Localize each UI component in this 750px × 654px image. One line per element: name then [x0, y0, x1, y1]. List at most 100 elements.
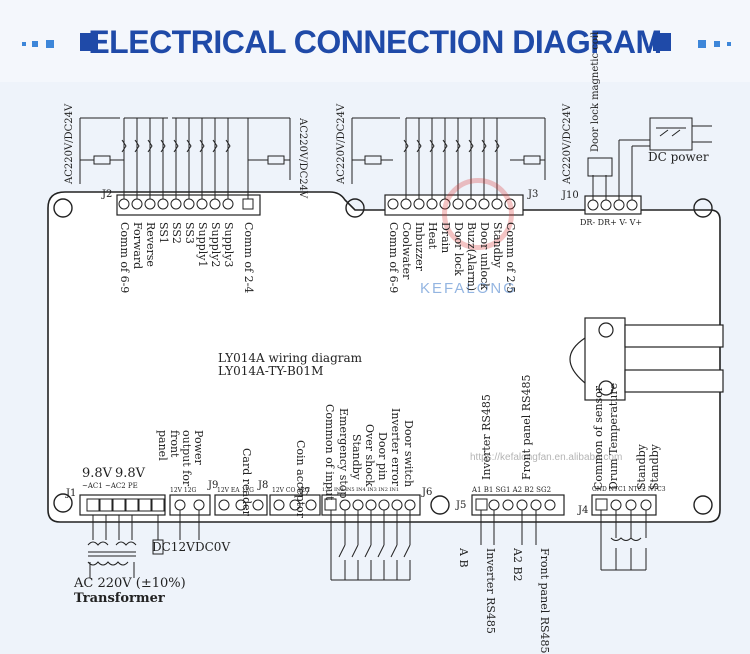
j3-label-9: Standby — [491, 222, 504, 268]
deco-square — [653, 33, 671, 51]
j2-power-right: AC220V/DC24V — [297, 118, 308, 199]
j3-label-2: Coolwater — [400, 222, 413, 280]
watermark-url: https://kefalongfan.en.alibaba.com — [470, 452, 623, 463]
j1-transformer: Transformer — [74, 591, 165, 606]
j10-coil-label: Door lock magnetic coil — [590, 31, 601, 152]
j8-name: J8 — [258, 480, 269, 491]
j6-label-3: Standby — [350, 434, 363, 480]
j3-label-1: Comm of 6-9 — [387, 222, 400, 294]
j10-wires — [587, 117, 712, 200]
j3-label-5: Drain — [439, 222, 452, 254]
j4-label-2: Common of sensor — [592, 385, 605, 490]
j2-label-2: Forward — [131, 222, 144, 270]
j8-pins: 12V EA 12G — [217, 487, 254, 494]
j4-connector — [591, 494, 657, 516]
j7-pins: 12V CO 12G — [272, 487, 310, 494]
j3-name: J3 — [528, 189, 539, 200]
mounting-hole — [53, 493, 73, 513]
j3-power-left: AC220V/DC24V — [336, 103, 347, 184]
j6-pins: 12G IN0 IN5 IN4 IN3 IN2 IN1 — [322, 487, 400, 493]
j1-pins: ~AC1 ~AC2 PE — [82, 482, 138, 490]
bottom-wires — [87, 510, 647, 581]
j3-label-4: Heat — [426, 222, 439, 250]
j2-label-7: Supply1 — [196, 222, 209, 268]
j7-name: J7 — [300, 487, 311, 498]
watermark-brand: KEFALONG — [420, 280, 517, 297]
j2-label-4: SS1 — [157, 222, 170, 244]
j1-dc0: DC0V — [195, 540, 231, 554]
board-model-line1: LY014A wiring diagram — [218, 351, 363, 365]
deco-square — [698, 40, 706, 48]
j8-label: Card reader — [240, 448, 253, 516]
j2-label-6: SS3 — [183, 222, 196, 244]
drum-temperature-sensor — [569, 317, 724, 401]
j4-name: J4 — [578, 505, 589, 516]
j4-label-4: Standby — [648, 444, 661, 490]
j7-terminals — [273, 499, 317, 511]
j6-label-7: Door switch — [402, 420, 415, 488]
mounting-hole — [693, 198, 713, 218]
j3-label-7: Buzz(Alarm) — [465, 222, 478, 292]
j3-label-10: Comm of 2-5 — [504, 222, 517, 294]
j2-wires — [79, 117, 291, 199]
board-outline — [47, 191, 721, 523]
j2-label-5: SS2 — [170, 222, 183, 244]
deco-square — [714, 41, 720, 47]
page-title: ELECTRICAL CONNECTION DIAGRAM — [88, 24, 662, 60]
j10-dc-power: DC power — [648, 150, 709, 164]
j2-power-left: AC220V/DC24V — [64, 103, 75, 184]
title-banner — [0, 0, 750, 82]
j2-label-10: Comm of 2-4 — [242, 222, 255, 294]
j2-label-1: Comm of 6-9 — [118, 222, 131, 294]
j6-label-4: Over shock — [363, 424, 376, 487]
j5-connector — [471, 494, 565, 516]
j3-label-8: Door unlock — [478, 222, 491, 290]
j6-label-6: Inverter error — [389, 408, 402, 487]
j2-label-3: Reverse — [144, 222, 157, 267]
j5-top-label-1: Inverter RS485 — [480, 394, 493, 480]
j2-label-9: Supply3 — [222, 222, 235, 268]
j8-terminals — [218, 499, 264, 511]
j5-bottom-label-4: Front panel RS485 — [538, 548, 551, 654]
j4-label-1: Drum Temperature — [607, 382, 620, 490]
j9-name: J9 — [208, 480, 219, 491]
j9-pins: 12V 12G — [170, 487, 197, 494]
j10-name: J10 — [562, 190, 579, 201]
j7-connector — [269, 494, 321, 516]
j3-label-6: Door lock — [452, 222, 465, 276]
j1-connector — [79, 494, 166, 516]
mounting-hole — [53, 198, 73, 218]
j5-top-label-2: Front panel RS485 — [520, 374, 533, 480]
deco-square — [727, 42, 731, 46]
j9-label: Power output for front panel — [156, 430, 205, 487]
j3-label-3: Inbuzzer — [413, 222, 426, 271]
j1-voltage-a: 9.8V — [82, 466, 113, 481]
j1-voltage-b: 9.8V — [115, 466, 146, 481]
mounting-hole — [345, 198, 365, 218]
j5-bottom-label-1: A B — [457, 548, 470, 568]
j6-label-5: Door pin — [376, 432, 389, 481]
j3-wires — [351, 117, 546, 199]
deco-square — [22, 42, 26, 46]
j6-name: J6 — [422, 487, 433, 498]
j1-name: J1 — [66, 488, 77, 499]
j2-name: J2 — [102, 189, 113, 200]
j6-label-2: Emergency stop — [337, 408, 350, 499]
j6-label-1: Common of input — [323, 404, 336, 501]
j1-terminals — [86, 498, 165, 512]
j5-name: J5 — [456, 500, 467, 511]
j5-bottom-label-3: A2 B2 — [511, 548, 524, 582]
deco-square — [32, 41, 38, 47]
j10-pins: DR- DR+ V- V+ — [580, 218, 643, 227]
j2-label-8: Supply2 — [209, 222, 222, 268]
j8-connector — [214, 494, 268, 516]
j10-connector — [584, 195, 642, 215]
j4-pins: GND NTC1 NTC2 NTC3 — [592, 486, 666, 493]
board-model-line2: LY014A-TY-B01M — [218, 364, 324, 378]
j5-pins: A1 B1 SG1 A2 B2 SG2 — [472, 486, 552, 494]
mounting-hole — [430, 495, 450, 515]
j5-bottom-label-2: Inverter RS485 — [484, 548, 497, 634]
deco-square — [80, 33, 98, 51]
j3-power-right: AC220V/DC24V — [562, 103, 573, 184]
j1-ac-input: AC 220V (±10%) — [74, 576, 186, 591]
